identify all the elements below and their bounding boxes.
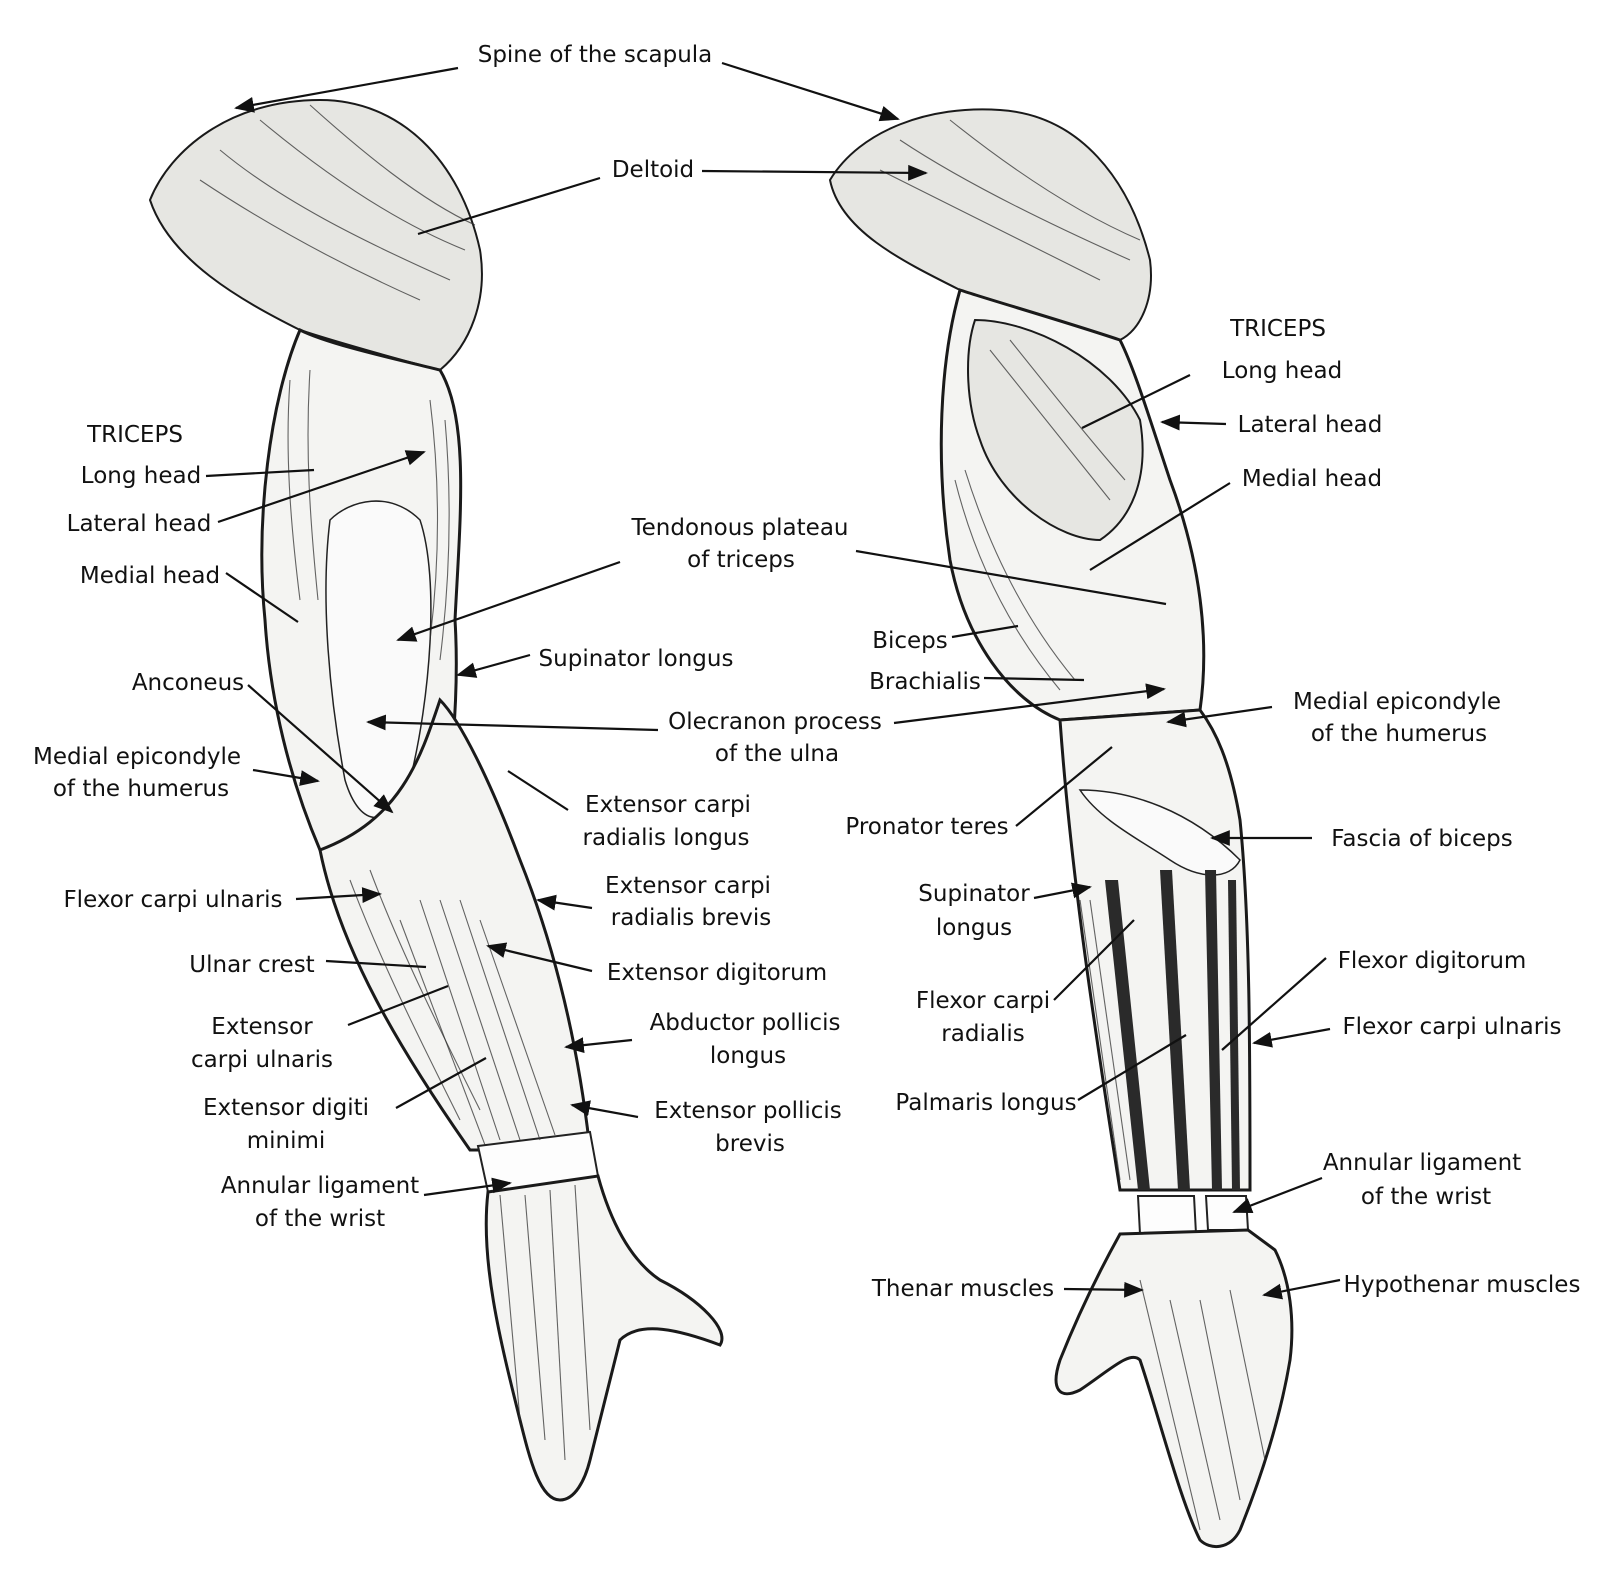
label-abductor-pollicis-line2: longus <box>710 1043 786 1069</box>
label-ext-carpi-rad-brevis-line2: radialis brevis <box>611 905 771 931</box>
label-anconeus: Anconeus <box>132 670 244 696</box>
label-ext-pollicis-brevis-line2: brevis <box>715 1131 785 1157</box>
label-ext-pollicis-brevis-line1: Extensor pollicis <box>654 1098 842 1124</box>
label-medial-epicondyle-left-line2: of the humerus <box>53 776 229 802</box>
label-supinator-longus-left: Supinator longus <box>539 646 734 672</box>
label-annular-left-line2: of the wrist <box>255 1206 385 1232</box>
label-hypothenar-muscles: Hypothenar muscles <box>1344 1272 1581 1298</box>
label-flexor-carpi-ulnaris-left: Flexor carpi ulnaris <box>63 887 282 913</box>
label-biceps: Biceps <box>872 628 948 654</box>
label-flexor-carpi-ulnaris-right: Flexor carpi ulnaris <box>1342 1014 1561 1040</box>
right-fascia-shape <box>1078 789 1241 876</box>
right-triceps-shape <box>967 318 1144 542</box>
label-deltoid: Deltoid <box>612 157 694 183</box>
label-flexor-carpi-radialis-line1: Flexor carpi <box>916 988 1050 1014</box>
label-medial-epicondyle-right-line1: Medial epicondyle <box>1293 689 1501 715</box>
label-fascia-of-biceps: Fascia of biceps <box>1331 826 1512 852</box>
right-wrist-band-shape-2 <box>1204 1195 1250 1231</box>
label-palmaris-longus: Palmaris longus <box>895 1090 1076 1116</box>
label-ext-carpi-rad-longus-line2: radialis longus <box>583 825 750 851</box>
label-tendonous-plateau-line1: Tendonous plateau <box>631 515 849 541</box>
label-extensor-digitorum: Extensor digitorum <box>607 960 827 986</box>
label-ext-carpi-rad-brevis-line1: Extensor carpi <box>605 873 771 899</box>
label-olecranon-line2: of the ulna <box>715 741 839 767</box>
label-left-lateral-head: Lateral head <box>67 511 212 537</box>
label-ext-digiti-minimi-line2: minimi <box>247 1128 326 1154</box>
label-left-long-head: Long head <box>81 463 201 489</box>
label-ext-carpi-ulnaris-line1: Extensor <box>211 1014 313 1040</box>
right-forearm-shape <box>1058 708 1252 1192</box>
label-olecranon-line1: Olecranon process <box>668 709 882 735</box>
label-ulnar-crest: Ulnar crest <box>189 952 314 978</box>
label-right-lateral-head: Lateral head <box>1238 412 1383 438</box>
label-annular-left-line1: Annular ligament <box>221 1173 419 1199</box>
anterior-arm-illustration <box>828 108 1294 1549</box>
label-ext-digiti-minimi-line1: Extensor digiti <box>203 1095 369 1121</box>
right-muscle-hatching <box>879 119 1266 1531</box>
label-supinator-right-line2: longus <box>936 915 1012 941</box>
label-annular-right-line1: Annular ligament <box>1323 1150 1521 1176</box>
label-brachialis: Brachialis <box>869 669 981 695</box>
label-ext-carpi-ulnaris-line2: carpi ulnaris <box>191 1047 333 1073</box>
label-supinator-right-line1: Supinator <box>918 881 1030 907</box>
right-hand-shape <box>1054 1228 1294 1549</box>
right-wrist-band-shape-1 <box>1136 1195 1198 1235</box>
label-medial-epicondyle-left-line1: Medial epicondyle <box>33 744 241 770</box>
diagram-labels: Spine of the scapula Deltoid TRICEPS Lon… <box>33 42 1580 1302</box>
label-tendonous-plateau-line2: of triceps <box>687 547 795 573</box>
label-annular-right-line2: of the wrist <box>1361 1184 1491 1210</box>
label-right-triceps-heading: TRICEPS <box>1229 316 1326 342</box>
leader-lines <box>205 61 1341 1300</box>
left-deltoid-shape <box>148 98 483 372</box>
left-hand-shape <box>484 1174 724 1502</box>
label-right-long-head: Long head <box>1222 358 1342 384</box>
label-thenar-muscles: Thenar muscles <box>871 1276 1054 1302</box>
right-forearm-dark-tendons <box>1105 870 1240 1190</box>
label-pronator-teres: Pronator teres <box>845 814 1008 840</box>
label-left-medial-head: Medial head <box>80 563 220 589</box>
label-right-medial-head: Medial head <box>1242 466 1382 492</box>
label-medial-epicondyle-right-line2: of the humerus <box>1311 721 1487 747</box>
label-abductor-pollicis-line1: Abductor pollicis <box>650 1010 841 1036</box>
label-flexor-digitorum: Flexor digitorum <box>1338 948 1527 974</box>
label-spine-of-scapula: Spine of the scapula <box>478 42 713 68</box>
label-left-triceps-heading: TRICEPS <box>86 422 183 448</box>
label-ext-carpi-rad-longus-line1: Extensor carpi <box>585 792 751 818</box>
label-flexor-carpi-radialis-line2: radialis <box>941 1021 1024 1047</box>
